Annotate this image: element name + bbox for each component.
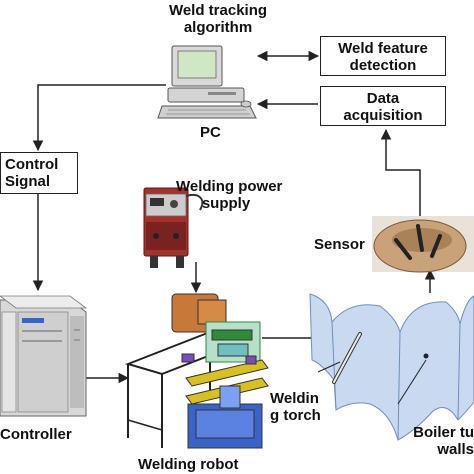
weld-feature-box: Weld feature detection [320,36,446,76]
arrow-sensor-to-data [380,128,421,216]
welding-robot-label: Welding robot [138,456,239,473]
welding-torch-label: Weldin g torch [270,390,321,424]
boiler-walls-icon [309,293,474,441]
pc-label: PC [200,124,221,141]
welding-power-supply-icon [143,187,204,268]
arrow-pc-to-control [32,84,166,152]
sensor-photo-icon [372,216,474,273]
controller-label: Controller [0,426,72,443]
controller-cabinet-icon [0,295,88,417]
sensor-label: Sensor [314,236,365,253]
torch-pointer [317,361,341,373]
control-signal-box: Control Signal [0,152,78,194]
data-acquisition-box: Data acquisition [320,86,446,126]
boiler-walls-label: Boiler tu walls [413,424,474,458]
walls-pointer [397,359,427,405]
pc-computer-icon [157,45,257,119]
welding-robot-icon [124,293,269,449]
weld-tracking-label: Weld tracking algorithm [168,2,268,36]
power-supply-label: Welding power supply [176,178,283,212]
